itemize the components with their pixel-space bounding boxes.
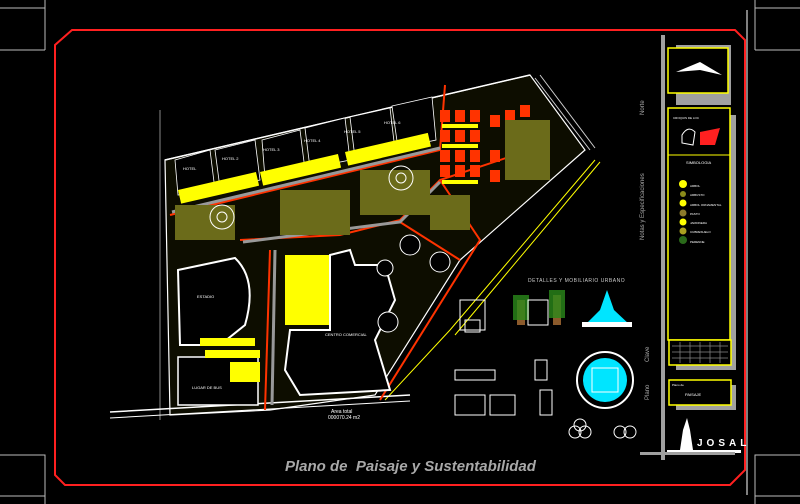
company-logo: JOSAL [697,438,751,449]
legend-item: CUBRESUELO [690,230,711,235]
plan-title: Plano de Paisaje y Sustentabilidad [285,458,536,475]
plano-label: Plano de [672,383,684,387]
side-label-plan: Plano [645,384,651,400]
hotel-label: HOTEL 6 [384,120,401,125]
sheet-border [54,29,746,486]
legend-item: JARDINERA [690,221,708,226]
legend-title: SIMBOLOGIA [686,160,712,165]
location-label: CROQUIS DE LOC [673,116,700,120]
legend-item: PERENNE [690,239,705,244]
legend-item: PASTO [690,211,700,216]
side-label-key: Clave [645,346,651,362]
legend-symbols [679,180,687,244]
area-value: 000070.24 m2 [328,415,360,421]
legend-list: ARBOL ARBUSTO ARBOL ORNAMENTAL PASTO JAR… [690,182,722,247]
legend-item: ARBOL ORNAMENTAL [690,202,722,207]
title-block [640,35,741,460]
stadium-label: ESTADIO [197,294,215,299]
side-label-notes: Notas y Especificaciones [640,173,646,240]
hotel-label: HOTEL 4 [304,138,321,143]
hotel-label: HOTEL 2 [222,156,239,161]
stadium [176,256,251,346]
bus-lot-label: LUGAR DE BUS [192,385,222,390]
logo-icon [680,418,693,450]
legend-item: ARBOL [690,184,701,188]
hotel-label: HOTEL 3 [263,147,280,152]
hotel-label: HOTEL 5 [344,129,361,134]
details-title: DETALLES Y MOBILIARIO URBANO [528,278,626,284]
commercial-center [283,248,397,397]
hotel-label: HOTEL [183,166,197,171]
legend-item: ARBUSTO [690,193,705,198]
north-arrow-icon [676,62,722,75]
plano-value: PAISAJE [685,392,702,397]
area-label: Area total [331,409,353,415]
site-plan [109,74,601,420]
urban-furniture-details [454,290,637,439]
commercial-label: CENTRO COMERCIAL [325,332,367,337]
side-label-north: Norte [640,100,646,115]
